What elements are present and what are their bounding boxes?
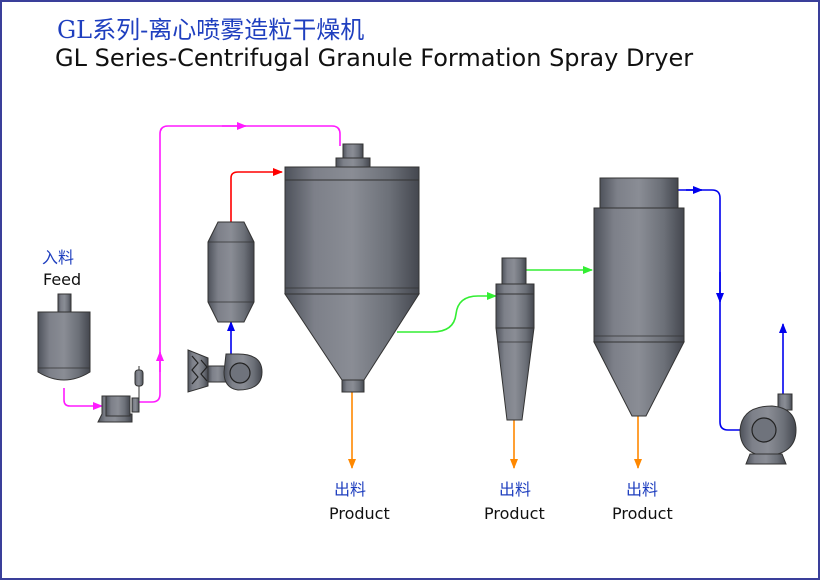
product-dryer-label-chinese: 出料 (334, 480, 367, 499)
feed-line-to-atomizer (138, 125, 341, 403)
product-cyclone-label-chinese: 出料 (499, 480, 532, 499)
exhaust-line (676, 189, 762, 431)
product-bag-label-english: Product (612, 504, 673, 523)
supply-fan (207, 353, 263, 391)
feed-label-english: Feed (43, 270, 82, 289)
air-filter (187, 349, 209, 393)
title-english: GL Series-Centrifugal Granule Formation … (55, 44, 694, 72)
product-bag-label-chinese: 出料 (626, 480, 659, 499)
feed-line-to-pump (63, 388, 103, 410)
feed-tank (37, 293, 91, 381)
cyclone-separator (495, 257, 535, 421)
drying-chamber (284, 143, 420, 393)
gas-line-to-cyclone (397, 292, 497, 333)
feed-pump (97, 366, 144, 423)
hot-air-line (230, 168, 283, 222)
product-dryer-label-english: Product (329, 504, 390, 523)
title-chinese: GL系列-离心喷雾造粒干燥机 (57, 16, 365, 44)
feed-label-chinese: 入料 (42, 248, 75, 267)
air-heater (207, 221, 255, 323)
bag-filter (593, 177, 685, 417)
exhaust-fan (739, 393, 797, 465)
product-cyclone-label-english: Product (484, 504, 545, 523)
